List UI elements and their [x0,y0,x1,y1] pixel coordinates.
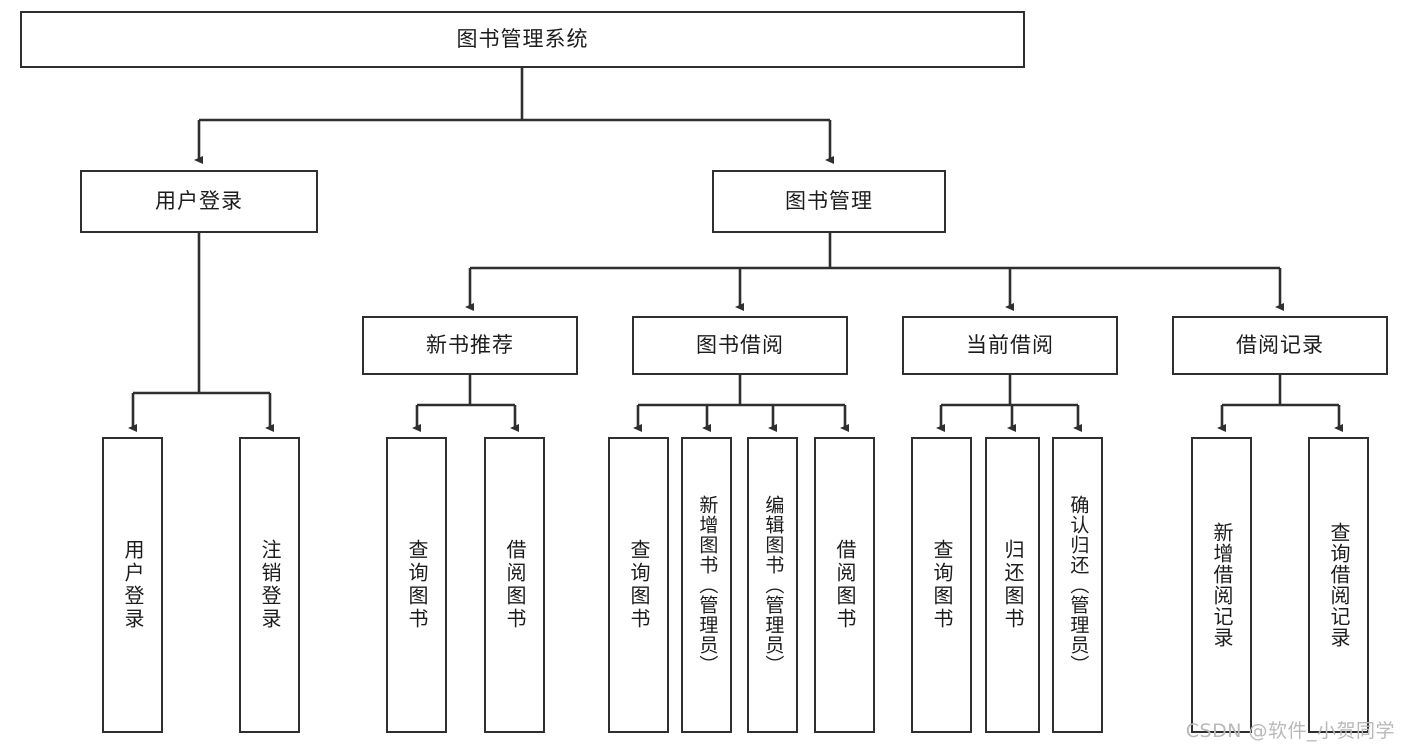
leaf-newbook-search-book-label: 查询图书 [405,539,429,631]
leaf-records-add-record-label: 新增借阅记录 [1210,522,1234,648]
leaf-newbook-borrow-book-label: 借阅图书 [503,539,527,631]
leaf-current-return-book[interactable]: 归还图书 [985,437,1040,733]
node-user-login[interactable]: 用户登录 [80,170,318,233]
leaf-user-login-label: 用户登录 [121,539,145,631]
leaf-newbook-search-book[interactable]: 查询图书 [386,437,447,733]
leaf-borrow-search-book[interactable]: 查询图书 [608,437,669,733]
node-new-book-recommend-label: 新书推荐 [426,332,514,357]
node-new-book-recommend[interactable]: 新书推荐 [362,316,578,375]
leaf-borrow-edit-book-admin-label: 编辑图书（管理员） [762,495,785,675]
leaf-current-confirm-return-admin-label: 确认归还（管理员） [1067,495,1090,675]
leaf-records-search-record[interactable]: 查询借阅记录 [1308,437,1369,733]
leaf-borrow-add-book-admin[interactable]: 新增图书（管理员） [681,437,732,733]
node-borrow-records-label: 借阅记录 [1236,332,1324,357]
leaf-borrow-borrow-book-label: 借阅图书 [833,539,857,631]
leaf-current-confirm-return-admin[interactable]: 确认归还（管理员） [1052,437,1103,733]
leaf-records-search-record-label: 查询借阅记录 [1327,522,1351,648]
leaf-borrow-borrow-book[interactable]: 借阅图书 [814,437,875,733]
leaf-records-add-record[interactable]: 新增借阅记录 [1191,437,1252,733]
node-book-management-label: 图书管理 [785,188,873,213]
node-book-borrow[interactable]: 图书借阅 [632,316,848,375]
node-book-borrow-label: 图书借阅 [696,332,784,357]
leaf-current-search-book[interactable]: 查询图书 [911,437,972,733]
node-user-login-label: 用户登录 [155,188,243,213]
leaf-user-logout[interactable]: 注销登录 [239,437,300,733]
node-root-label: 图书管理系统 [456,26,589,51]
leaf-newbook-borrow-book[interactable]: 借阅图书 [484,437,545,733]
watermark: CSDN @软件_小贺同学 [1185,720,1395,742]
leaf-borrow-add-book-admin-label: 新增图书（管理员） [696,495,719,675]
node-current-borrow-label: 当前借阅 [966,332,1054,357]
node-root[interactable]: 图书管理系统 [20,11,1025,68]
node-borrow-records[interactable]: 借阅记录 [1172,316,1388,375]
leaf-user-login[interactable]: 用户登录 [102,437,163,733]
leaf-user-logout-label: 注销登录 [258,539,282,631]
leaf-current-return-book-label: 归还图书 [1001,539,1025,631]
node-book-management[interactable]: 图书管理 [712,170,946,233]
leaf-current-search-book-label: 查询图书 [930,539,954,631]
leaf-borrow-edit-book-admin[interactable]: 编辑图书（管理员） [747,437,798,733]
node-current-borrow[interactable]: 当前借阅 [902,316,1118,375]
leaf-borrow-search-book-label: 查询图书 [627,539,651,631]
